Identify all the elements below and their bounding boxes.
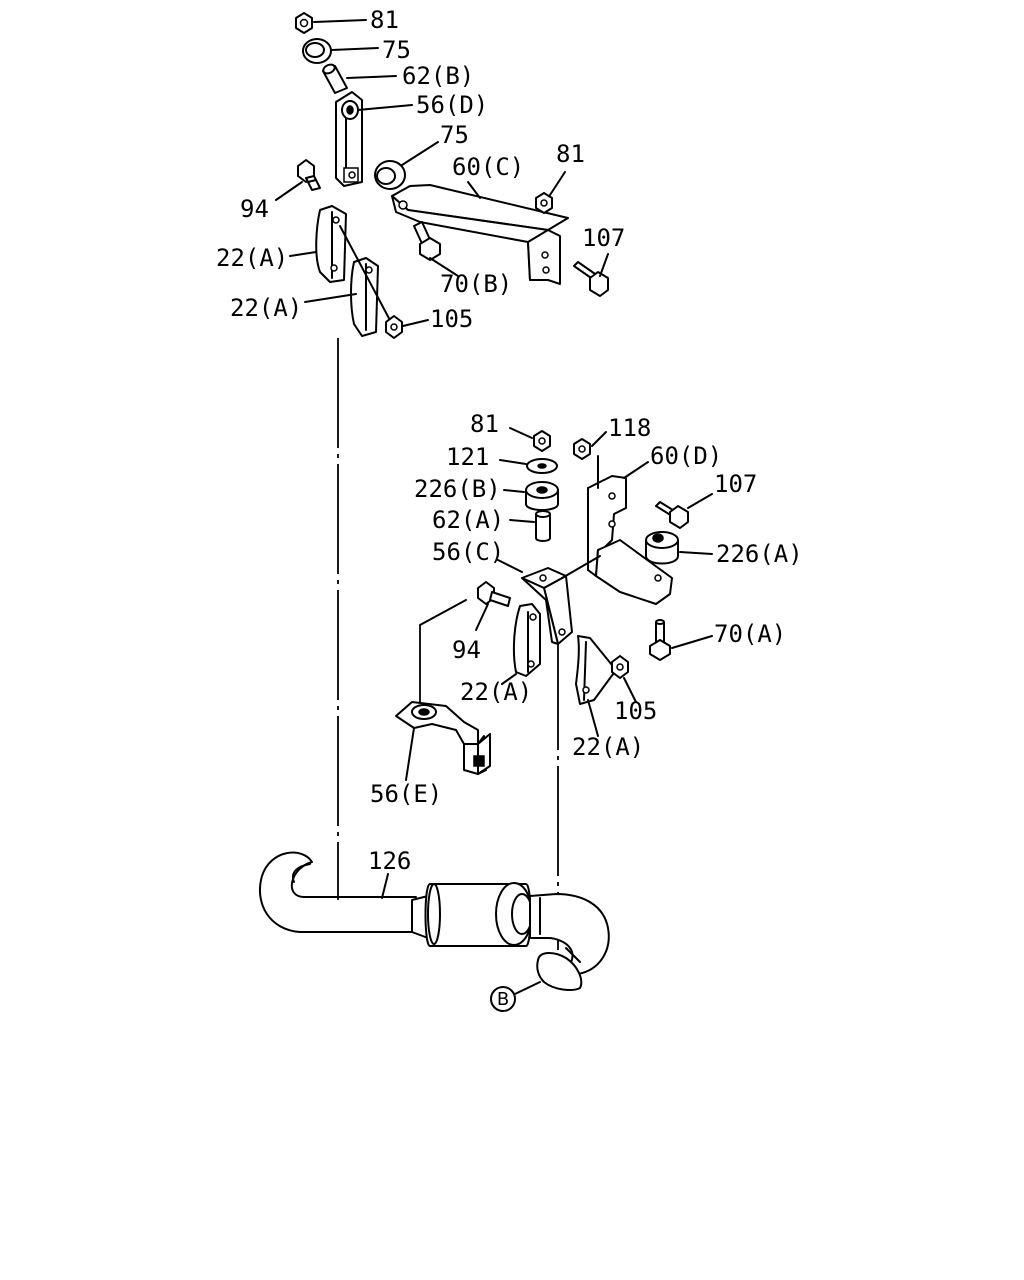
label-126: 126 [368, 847, 411, 875]
part-22a-mid-2 [575, 635, 617, 705]
label-56e: 56(E) [370, 780, 442, 808]
label-118: 118 [608, 414, 651, 442]
part-226b [525, 481, 559, 511]
label-60d: 60(D) [650, 442, 722, 470]
label-81: 81 [556, 140, 585, 168]
label-22a: 22(A) [572, 733, 644, 761]
part-70a [649, 619, 671, 661]
label-60c: 60(C) [452, 153, 524, 181]
label-22a: 22(A) [216, 244, 288, 272]
part-60c [391, 184, 569, 285]
part-94-top [297, 159, 321, 191]
label-107: 107 [582, 224, 625, 252]
part-62b [322, 63, 348, 94]
label-22a: 22(A) [230, 294, 302, 322]
label-62a: 62(A) [432, 506, 504, 534]
part-75-second [374, 160, 406, 190]
part-75-top [302, 38, 332, 64]
part-22a-mid-1 [512, 603, 541, 677]
part-81-right [535, 192, 553, 214]
part-94-mid [477, 581, 511, 607]
part-226a [645, 531, 679, 565]
part-105-mid [611, 655, 629, 679]
label-121: 121 [446, 443, 489, 471]
label-70a: 70(A) [714, 620, 786, 648]
part-118 [573, 438, 591, 460]
part-107-mid [655, 501, 689, 529]
label-81: 81 [370, 6, 399, 34]
part-70b [413, 221, 441, 261]
part-126-exhaust [259, 851, 610, 991]
part-56e [395, 701, 491, 775]
label-22a: 22(A) [460, 678, 532, 706]
label-105: 105 [430, 305, 473, 333]
label-107: 107 [714, 470, 757, 498]
part-121 [526, 458, 558, 474]
label-62b: 62(B) [402, 62, 474, 90]
label-56c: 56(C) [432, 538, 504, 566]
part-107-top [573, 261, 609, 297]
label-56d: 56(D) [416, 91, 488, 119]
label-94: 94 [240, 195, 269, 223]
label-70b: 70(B) [440, 270, 512, 298]
part-60d [587, 475, 673, 605]
part-56d [335, 91, 363, 187]
part-22a-top-1 [315, 205, 347, 283]
part-62a [535, 510, 551, 542]
label-226b: 226(B) [414, 475, 501, 503]
part-105-top [385, 315, 403, 339]
label-226a: 226(A) [716, 540, 803, 568]
part-81-mid [533, 430, 551, 452]
svg-text:B: B [497, 989, 509, 1010]
part-22a-top-2 [350, 257, 379, 337]
label-75: 75 [382, 36, 411, 64]
label-94: 94 [452, 636, 481, 664]
part-81-top [295, 12, 313, 34]
reference-b-marker: B [490, 986, 516, 1012]
label-105: 105 [614, 697, 657, 725]
label-81: 81 [470, 410, 499, 438]
label-75: 75 [440, 121, 469, 149]
